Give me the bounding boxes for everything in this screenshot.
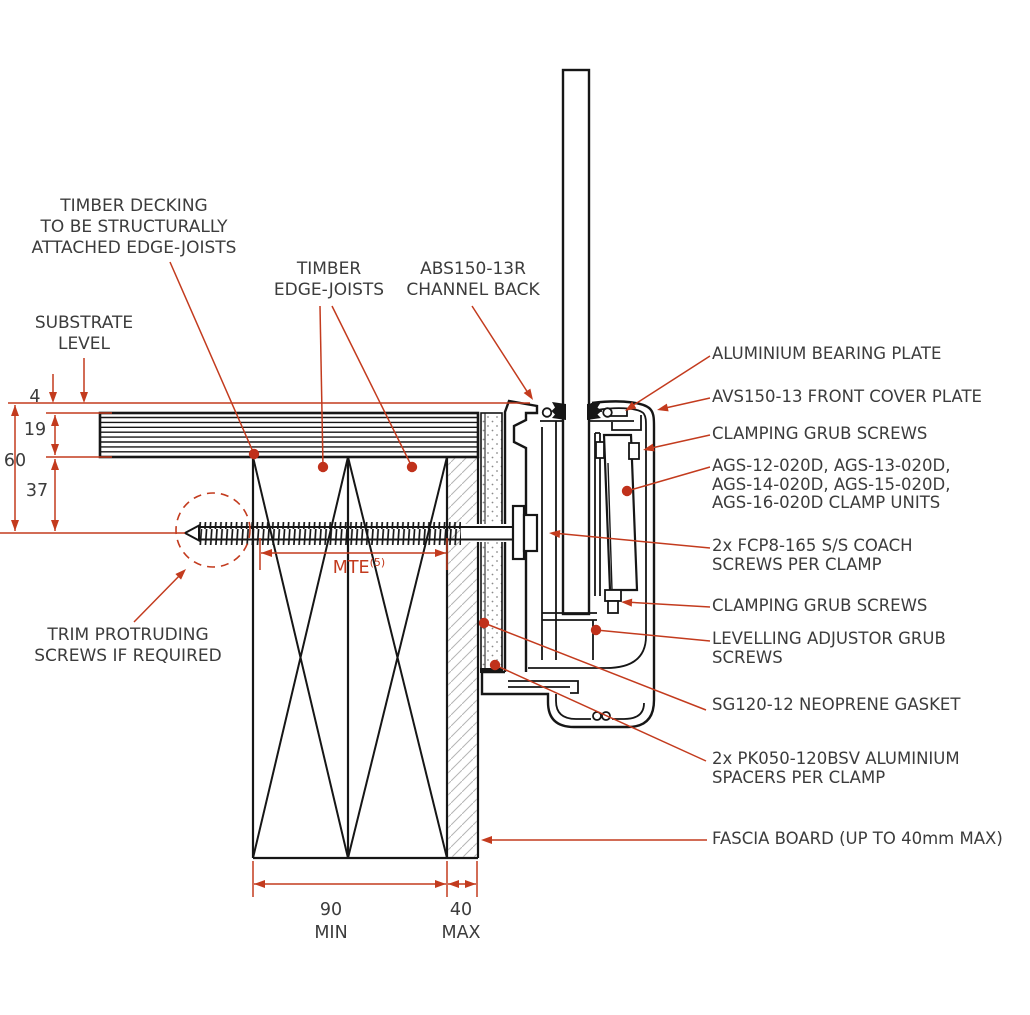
dim-overall-depth: 60: [3, 451, 27, 471]
label-aluminium-spacers: 2x PK050-120BSV ALUMINIUM SPACERS PER CL…: [712, 749, 960, 787]
label-neoprene-gasket: SG120-12 NEOPRENE GASKET: [712, 695, 961, 714]
label-timber-decking: TIMBER DECKING TO BE STRUCTURALLY ATTACH…: [31, 196, 237, 258]
dim-gap-top: 4: [29, 387, 41, 407]
label-ags-clamp-units: AGS-12-020D, AGS-13-020D, AGS-14-020D, A…: [712, 456, 951, 512]
label-timber-edge-joists: TIMBER EDGE-JOISTS: [273, 259, 385, 300]
fascia-board-section: [448, 458, 477, 857]
dim-width-max: 40 MAX: [441, 900, 481, 943]
dim-joist-drop: 37: [25, 481, 49, 501]
label-aluminium-bearing-plate: ALUMINIUM BEARING PLATE: [712, 344, 942, 363]
label-substrate-level: SUBSTRATE LEVEL: [34, 313, 134, 354]
dim-width-min: 90 MIN: [314, 900, 348, 943]
mte-text: MTE: [332, 557, 370, 578]
leader-lines: [52, 261, 711, 841]
timber-edge-joists-section: [251, 456, 480, 860]
gasket-roller-right: [602, 407, 613, 418]
gasket-strip: [480, 412, 503, 673]
dim-decking-thickness: 19: [23, 420, 47, 440]
trim-detail-circle: [175, 492, 251, 568]
label-clamping-grub-screws-top: CLAMPING GRUB SCREWS: [712, 424, 928, 443]
label-levelling-adjustor: LEVELLING ADJUSTOR GRUB SCREWS: [712, 629, 946, 667]
timber-decking-section: [98, 411, 480, 459]
glass-panel: [561, 68, 591, 616]
label-trim-screws: TRIM PROTRUDING SCREWS IF REQUIRED: [34, 625, 222, 666]
gasket-roller-left: [541, 407, 553, 418]
label-avs-front-cover-plate: AVS150-13 FRONT COVER PLATE: [712, 387, 982, 406]
dimension-arrowheads: [11, 405, 476, 888]
label-fascia-board: FASCIA BOARD (UP TO 40mm MAX): [712, 829, 1003, 848]
dim-mte: MTE(5): [316, 556, 402, 578]
keyhole-port: [591, 711, 612, 722]
mte-note: (5): [369, 556, 386, 569]
label-clamping-grub-screws-bottom: CLAMPING GRUB SCREWS: [712, 596, 928, 615]
coach-screw: [182, 504, 539, 561]
label-abs-channel-back: ABS150-13R CHANNEL BACK: [406, 259, 540, 300]
glazing-gaskets: [551, 402, 602, 420]
channel-assembly: [480, 68, 656, 729]
leader-arrowheads: [49, 388, 669, 844]
label-coach-screws: 2x FCP8-165 S/S COACH SCREWS PER CLAMP: [712, 536, 913, 574]
leader-dots: [248, 448, 633, 671]
